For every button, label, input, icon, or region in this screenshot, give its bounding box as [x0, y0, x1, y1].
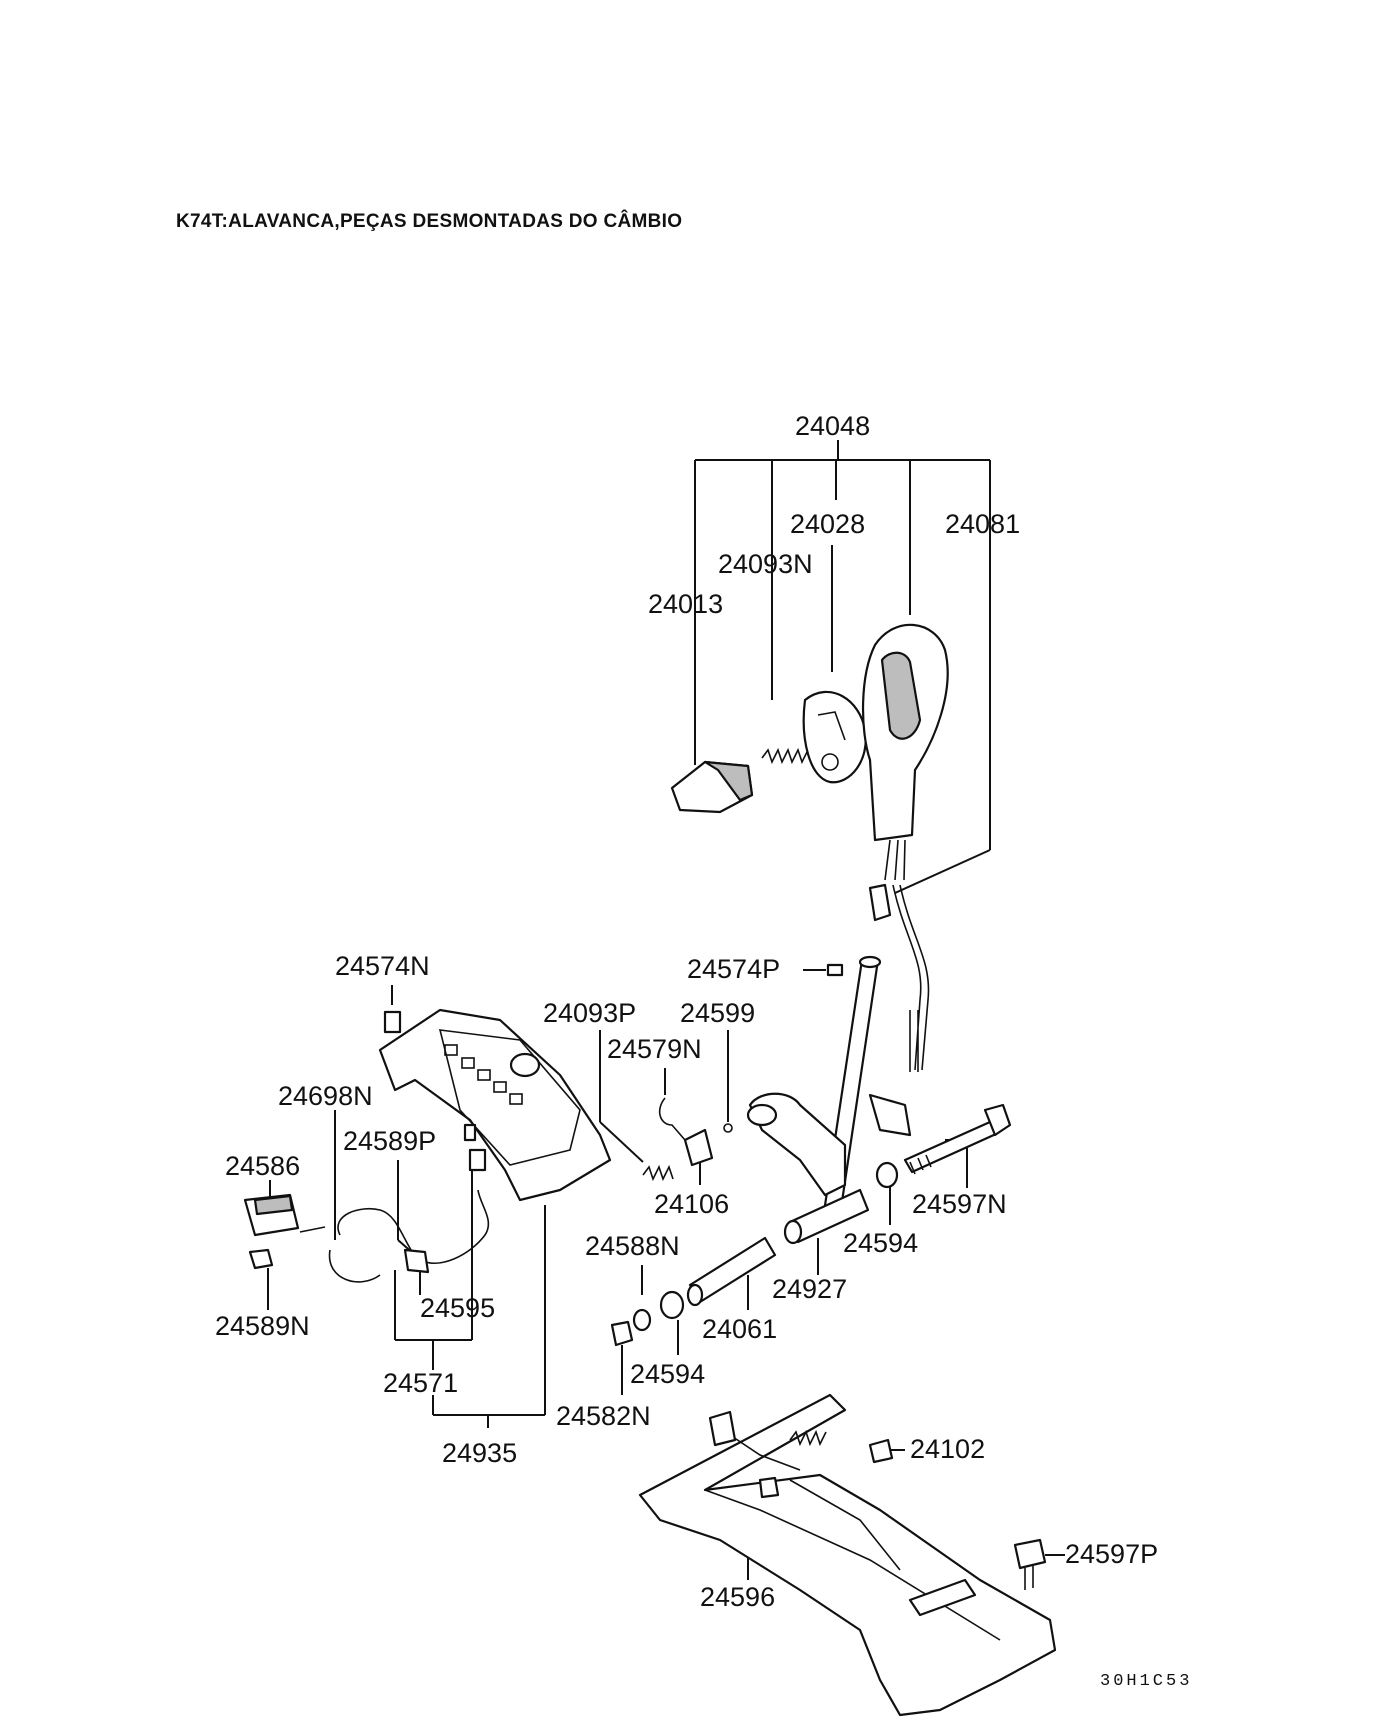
label-24028: 24028 [790, 509, 865, 539]
label-24048: 24048 [795, 411, 870, 441]
label-24093P: 24093P [543, 998, 636, 1028]
label-24586: 24586 [225, 1151, 300, 1181]
diagram-title: K74T:ALAVANCA,PEÇAS DESMONTADAS DO CÂMBI… [176, 211, 683, 232]
label-24595: 24595 [420, 1293, 495, 1323]
drawing-code: 30H1C53 [1100, 1672, 1192, 1691]
shift-lever [610, 955, 1012, 1347]
label-24093N: 24093N [718, 549, 813, 579]
label-24597N: 24597N [912, 1189, 1007, 1219]
label-24597P: 24597P [1065, 1539, 1158, 1569]
label-24935: 24935 [442, 1438, 517, 1468]
label-24927: 24927 [772, 1274, 847, 1304]
label-24061: 24061 [702, 1314, 777, 1344]
label-24081: 24081 [945, 509, 1020, 539]
label-24589P: 24589P [343, 1126, 436, 1156]
part-labels: 24048 24028 24081 24093N 24013 24574N 24… [215, 411, 1192, 1691]
label-24594-left: 24594 [630, 1359, 705, 1389]
label-24013: 24013 [648, 589, 723, 619]
label-24579N: 24579N [607, 1034, 702, 1064]
label-24596: 24596 [700, 1582, 775, 1612]
label-24106: 24106 [654, 1189, 729, 1219]
base-bracket [638, 1393, 1057, 1717]
label-24574P: 24574P [687, 954, 780, 984]
label-24588N: 24588N [585, 1231, 680, 1261]
label-24698N: 24698N [278, 1081, 373, 1111]
label-24599: 24599 [680, 998, 755, 1028]
label-24589N: 24589N [215, 1311, 310, 1341]
label-24594-right: 24594 [843, 1228, 918, 1258]
indicator-panel [243, 1008, 612, 1283]
label-24571: 24571 [383, 1368, 458, 1398]
label-24574N: 24574N [335, 951, 430, 981]
shift-knob-assembly [670, 623, 949, 1072]
label-24582N: 24582N [556, 1401, 651, 1431]
label-24102: 24102 [910, 1434, 985, 1464]
